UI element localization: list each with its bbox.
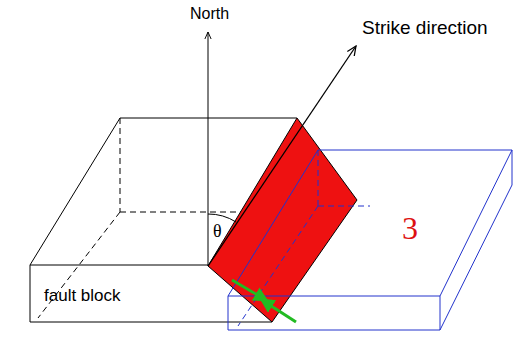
direction-label: North	[190, 6, 229, 22]
theta-arc	[208, 214, 236, 222]
fault-plane	[208, 118, 357, 322]
strike-arrow	[208, 46, 356, 266]
slip-arrow	[232, 280, 266, 300]
hanging-wall-block	[228, 150, 512, 330]
direction-label: Strike direction	[362, 18, 488, 37]
callout-number: 3	[402, 212, 418, 244]
angle-symbol: θ	[213, 222, 222, 240]
slip-arrow	[262, 300, 296, 322]
block-label: fault block	[44, 287, 121, 304]
north-arrow	[208, 32, 209, 266]
